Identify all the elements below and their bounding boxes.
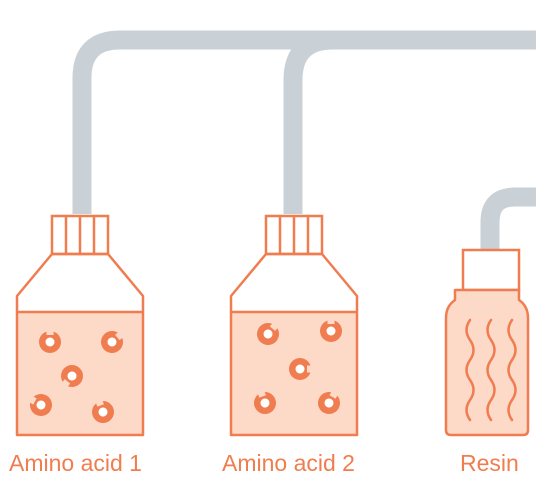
bottle-body (15, 252, 145, 437)
bottle-body (229, 252, 359, 437)
resin-vessel (444, 248, 530, 437)
bottle-amino-acid-1 (15, 214, 145, 437)
bottle-amino-acid-2 (229, 214, 359, 437)
label-amino-acid-2: Amino acid 2 (222, 450, 355, 476)
resin-strand-icon (465, 318, 517, 422)
label-resin: Resin (460, 450, 519, 476)
resin-cap (461, 248, 521, 292)
resin-tube (480, 187, 536, 252)
branch-tube-2 (283, 30, 334, 214)
main-tube (72, 30, 536, 214)
label-amino-acid-1: Amino acid 1 (9, 450, 142, 476)
tubing (72, 30, 536, 252)
